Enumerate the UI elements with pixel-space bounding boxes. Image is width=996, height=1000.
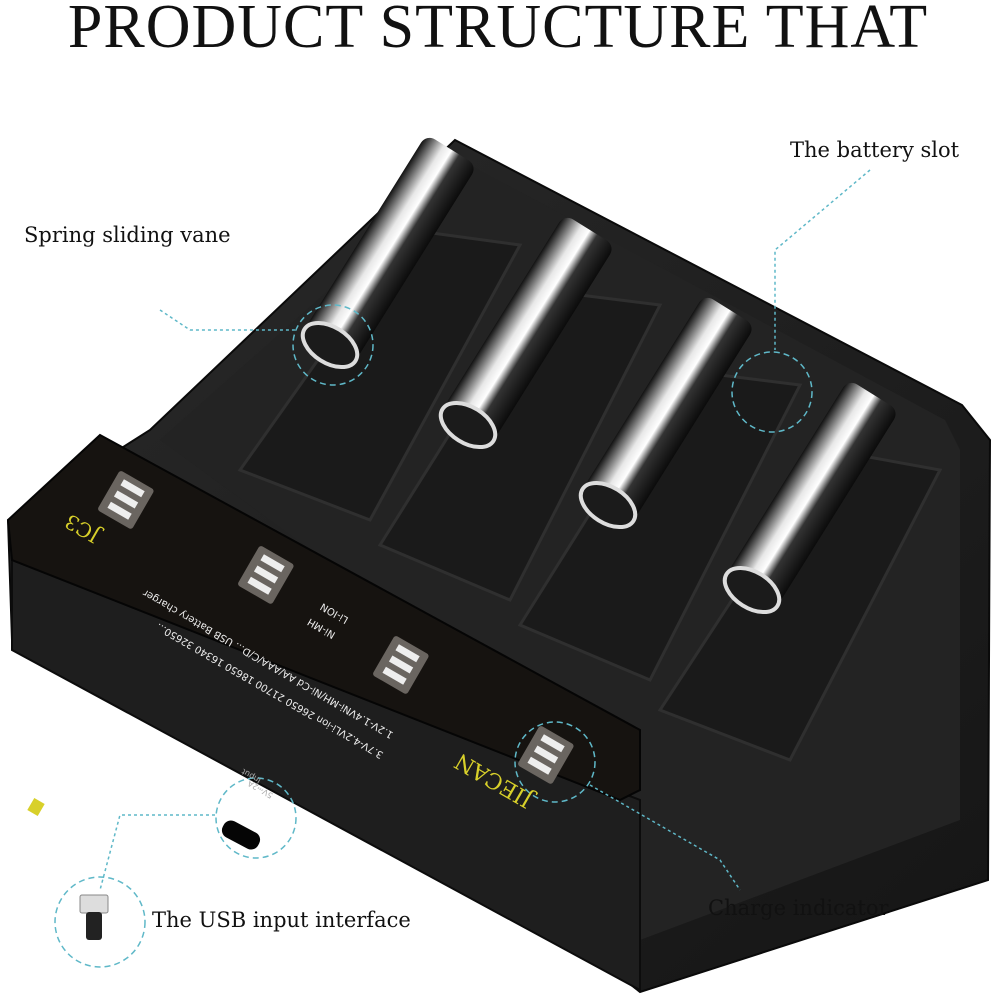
battery-slots	[237, 228, 943, 762]
page-title: PRODUCT STRUCTURE THAT	[67, 0, 929, 61]
label-panel	[6, 433, 641, 802]
usb-port	[221, 820, 261, 850]
callout-battery-slot: The battery slot	[790, 138, 960, 162]
callout-spring-vane: Spring sliding vane	[24, 223, 231, 247]
brand-logo-icon	[27, 797, 45, 817]
callout-charge-indicator: Charge indicator	[708, 896, 889, 920]
callout-usb-input: The USB input interface	[152, 908, 411, 932]
batteries	[300, 137, 896, 615]
usb-cable-icon	[79, 894, 109, 940]
callout-lines	[54, 169, 871, 968]
charge-indicators	[98, 471, 574, 784]
